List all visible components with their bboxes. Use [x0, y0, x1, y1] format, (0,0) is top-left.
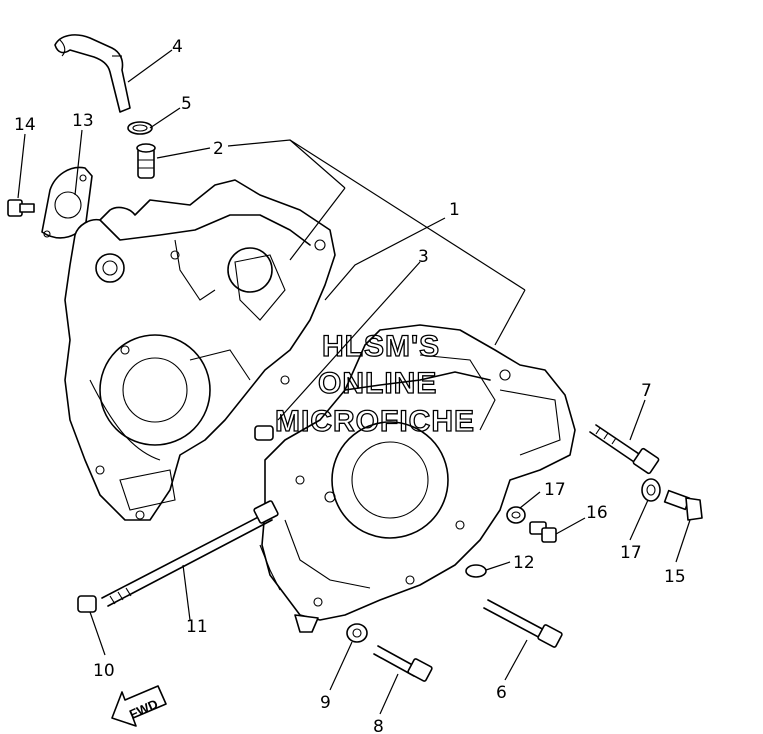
- callout-7: 7: [641, 381, 652, 401]
- drain-bolt-16: [529, 521, 557, 543]
- washer-17-lower: [506, 506, 526, 524]
- callout-16: 16: [586, 503, 608, 523]
- leader-lines: [17, 49, 691, 715]
- left-crankcase: [64, 179, 336, 521]
- callout-5: 5: [181, 94, 192, 114]
- right-crankcase: [259, 324, 576, 633]
- callout-9: 9: [320, 693, 331, 713]
- long-stud-bolt: [101, 500, 279, 607]
- bolt-7: [589, 424, 660, 475]
- callout-10: 10: [93, 661, 115, 681]
- callout-15: 15: [664, 567, 686, 587]
- callout-2: 2: [213, 139, 224, 159]
- dowel-pin: [254, 425, 274, 441]
- o-ring: [465, 564, 487, 578]
- breather-nipple: [136, 143, 156, 179]
- breather-hose: [54, 34, 131, 113]
- collar: [77, 595, 97, 613]
- callout-8: 8: [373, 717, 384, 734]
- bolt-8: [373, 645, 433, 682]
- callout-numbers: 1 2 3 4 5 6 7 8 9 10 11 12 13 14 15 16 1…: [14, 37, 686, 734]
- hose-clamp: [127, 121, 153, 135]
- callout-6: 6: [496, 683, 507, 703]
- washer-9: [346, 623, 368, 643]
- flange-bolt-15: [663, 489, 703, 521]
- watermark-line-3: MICROFICHE: [275, 405, 475, 438]
- watermark: HLSM'S ONLINE MICROFICHE: [274, 329, 475, 438]
- callout-13: 13: [72, 111, 94, 131]
- gasket-plate: [41, 166, 93, 239]
- callout-3: 3: [418, 247, 429, 267]
- fwd-arrow: FWD: [111, 685, 167, 727]
- callout-1: 1: [449, 200, 460, 220]
- callout-4: 4: [172, 37, 183, 57]
- callout-14: 14: [14, 115, 36, 135]
- washer-17-upper: [641, 478, 661, 502]
- callout-11: 11: [186, 617, 208, 637]
- watermark-line-1: HLSM'S: [322, 330, 440, 363]
- callout-12: 12: [513, 553, 535, 573]
- watermark-line-2: ONLINE: [318, 367, 437, 400]
- callout-17-upper: 17: [544, 480, 566, 500]
- callout-17-lower: 17: [620, 543, 642, 563]
- small-bolt: [7, 199, 35, 217]
- bolt-6: [483, 599, 563, 648]
